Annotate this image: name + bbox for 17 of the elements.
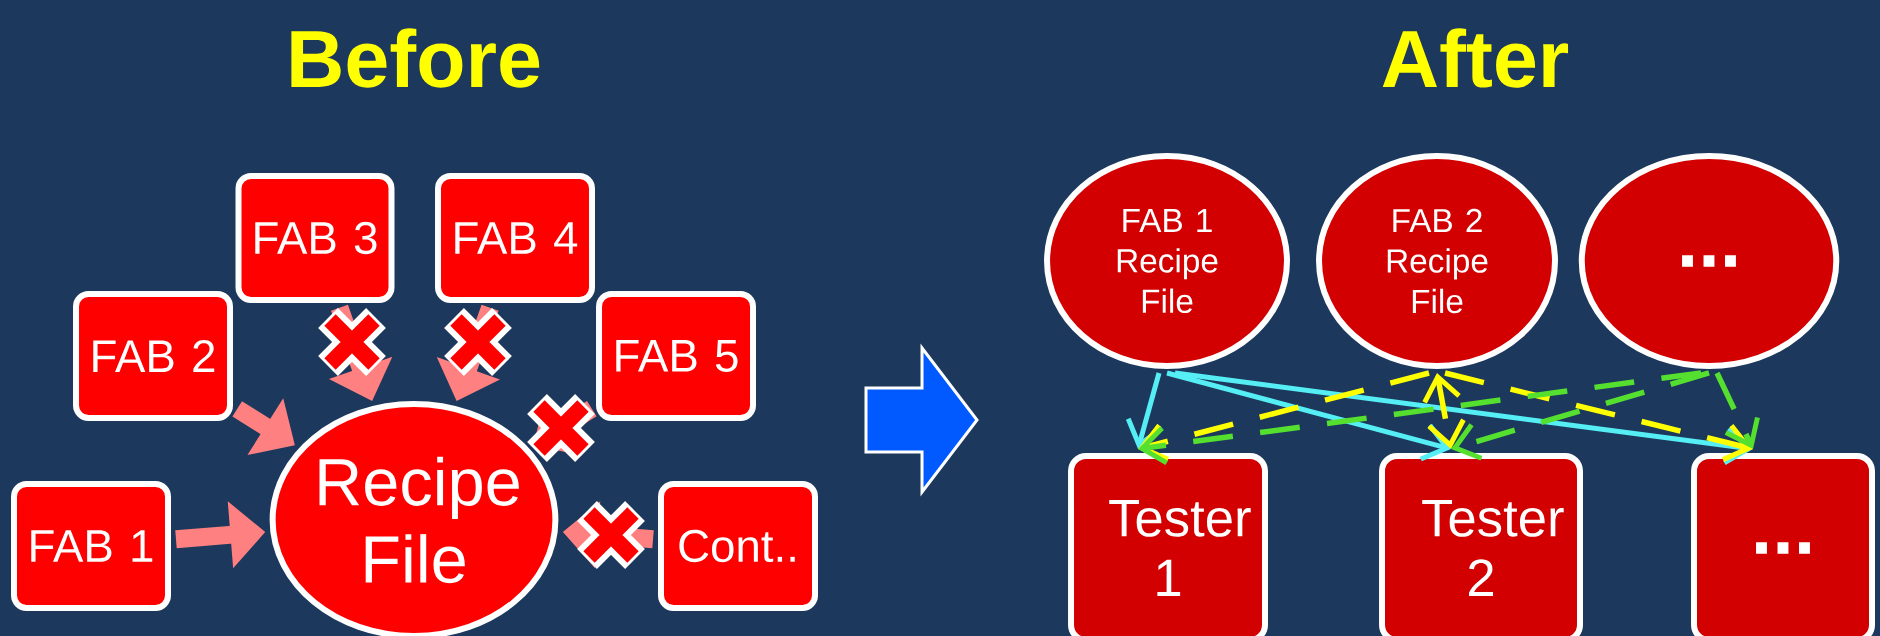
tester-box: Tester 2	[1379, 453, 1583, 636]
box: FAB 5	[596, 291, 756, 421]
box: FAB 1	[11, 481, 171, 611]
tester-box: Tester 1	[1068, 453, 1268, 636]
title: After	[1382, 28, 1569, 88]
arrow	[1125, 372, 1164, 450]
box: FAB 4	[435, 173, 595, 303]
arrow	[1444, 370, 1754, 462]
title: Before	[291, 28, 540, 88]
arrow	[1138, 370, 1430, 462]
box: Cont..	[658, 481, 818, 611]
box: FAB 2	[73, 291, 233, 421]
box: FAB 3	[235, 173, 395, 303]
arrow	[1451, 370, 1710, 461]
tester-box: ...	[1691, 453, 1875, 636]
arrow	[1166, 370, 1451, 462]
arrow	[1714, 371, 1760, 450]
